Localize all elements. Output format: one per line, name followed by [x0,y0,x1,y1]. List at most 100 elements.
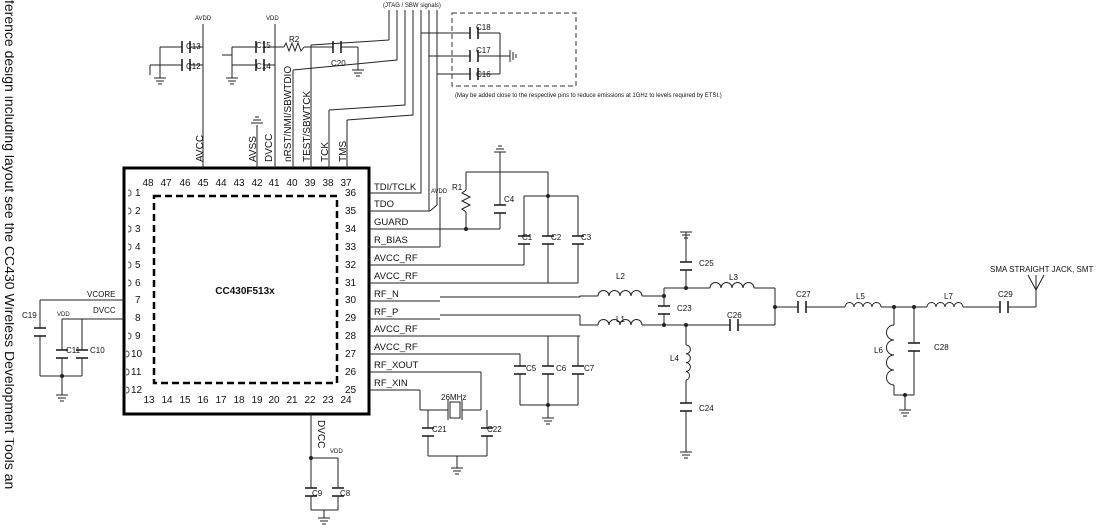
pinname-rf-p: RF_P [374,307,398,318]
pin-11: 11 [131,367,142,378]
pin-18: 18 [233,395,245,406]
right-pin-names: TDI/TCLK TDO GUARD R_BIAS AVCC_RF AVCC_R… [374,182,419,389]
pinname-rf-xin: RF_XIN [374,378,408,389]
label-l7: L7 [944,292,953,301]
label-c26: C26 [727,311,742,320]
label-c12: C12 [186,62,201,71]
pinname-tck: TCK [320,142,331,162]
label-c25: C25 [699,259,714,268]
crystal-network [419,371,488,475]
label-c7: C7 [584,364,595,373]
label-c10: C10 [90,346,105,355]
pin-6: 6 [135,278,141,289]
bottom-caps [305,487,344,497]
crystal-label: 26MHz [441,393,466,402]
pinname-avcc-rf-3: AVCC_RF [374,324,418,335]
vdd-decoupling [222,41,364,85]
pin-15: 15 [179,395,191,406]
pin-42: 42 [251,178,263,189]
avdd-rbias-label: AVDD [431,189,448,195]
pin-30: 30 [345,295,357,306]
pinname-rf-xout: RF_XOUT [374,360,419,371]
optional-caps-box [451,12,577,87]
label-l1: L1 [616,315,625,324]
rf-junction-dots [662,286,916,397]
rbias-cap-symbols [494,204,584,245]
optional-cap-symbols [469,27,479,80]
pinname-dvcc-left: DVCC [93,306,116,315]
rf-matching-wires [440,231,1045,459]
pinname-avcc-rf-2: AVCC_RF [374,271,418,282]
pin-20: 20 [268,395,280,406]
label-l5: L5 [856,292,865,301]
pin-46: 46 [179,178,191,189]
pin-38: 38 [322,178,334,189]
avdd-decoupling [149,46,203,85]
pin-40: 40 [286,178,298,189]
bottom-decoupling [310,414,339,525]
pin-41: 41 [268,178,280,189]
pinname-test: TEST/SBWTCK [302,91,313,162]
pin-10: 10 [131,349,143,360]
jtag-bus-lines [292,10,438,212]
pin-5: 5 [135,260,141,271]
avss-ground-icon [251,116,263,124]
label-c9: C9 [312,489,323,498]
pin-25: 25 [345,385,357,396]
pinname-avcc: AVCC [195,135,206,162]
top-pin-lines [202,24,348,168]
label-c2: C2 [551,233,562,242]
label-c11: C11 [66,346,81,355]
bottom-pin-numbers: 13 14 15 16 17 18 19 20 21 22 23 24 [143,395,352,406]
rf-caps [658,261,1009,412]
label-c6: C6 [556,364,567,373]
label-c8: C8 [340,489,351,498]
avcc-rf-lower-network [440,335,580,425]
pin-39: 39 [304,178,316,189]
pin-48: 48 [142,178,154,189]
pinname-dvcc-bottom: DVCC [315,420,326,448]
avdd-top-label: AVDD [195,16,212,22]
vdd-bottom-label: VDD [330,449,343,455]
pin-14: 14 [161,395,173,406]
left-pin-numbers: 1 2 3 4 5 6 7 8 9 10 11 12 [131,188,143,396]
pin-2: 2 [135,206,141,217]
pin-17: 17 [215,395,227,406]
label-c17: C17 [476,46,491,55]
pinname-tms: TMS [338,141,349,162]
label-c27: C27 [796,290,811,299]
pin-28: 28 [345,331,357,342]
label-c19: C19 [22,311,37,320]
pin-45: 45 [197,178,209,189]
pin-26: 26 [345,367,357,378]
label-c20: C20 [331,59,346,68]
chip-name: CC430F513x [215,286,275,297]
label-c28: C28 [934,343,949,352]
top-pin-numbers: 48 47 46 45 44 43 42 41 40 39 38 37 [142,178,352,189]
label-c22: C22 [487,425,502,434]
pin-44: 44 [215,178,227,189]
pin-34: 34 [345,224,357,235]
pinname-nrst: nRST/NMI/SBWTDIO [283,66,294,162]
label-l4: L4 [670,354,679,363]
pin-19: 19 [251,395,263,406]
label-l3: L3 [729,273,738,282]
pin-31: 31 [345,278,357,289]
pin-24: 24 [340,395,352,406]
pin-12: 12 [131,385,143,396]
vdd-left-label: VDD [57,312,70,318]
avdd-cap-symbols [181,41,191,71]
pinname-avss: AVSS [248,136,259,162]
label-c5: C5 [526,364,537,373]
pinname-dvcc-top: DVCC [264,134,275,162]
pin-23: 23 [322,395,334,406]
antenna-label: SMA STRAIGHT JACK, SMT [990,265,1094,274]
label-c23: C23 [677,304,692,313]
pin-27: 27 [345,349,357,360]
label-c16: C16 [476,70,491,79]
left-caps [34,327,88,359]
pin-22: 22 [304,395,316,406]
label-c1: C1 [522,233,533,242]
pin-37: 37 [340,178,352,189]
